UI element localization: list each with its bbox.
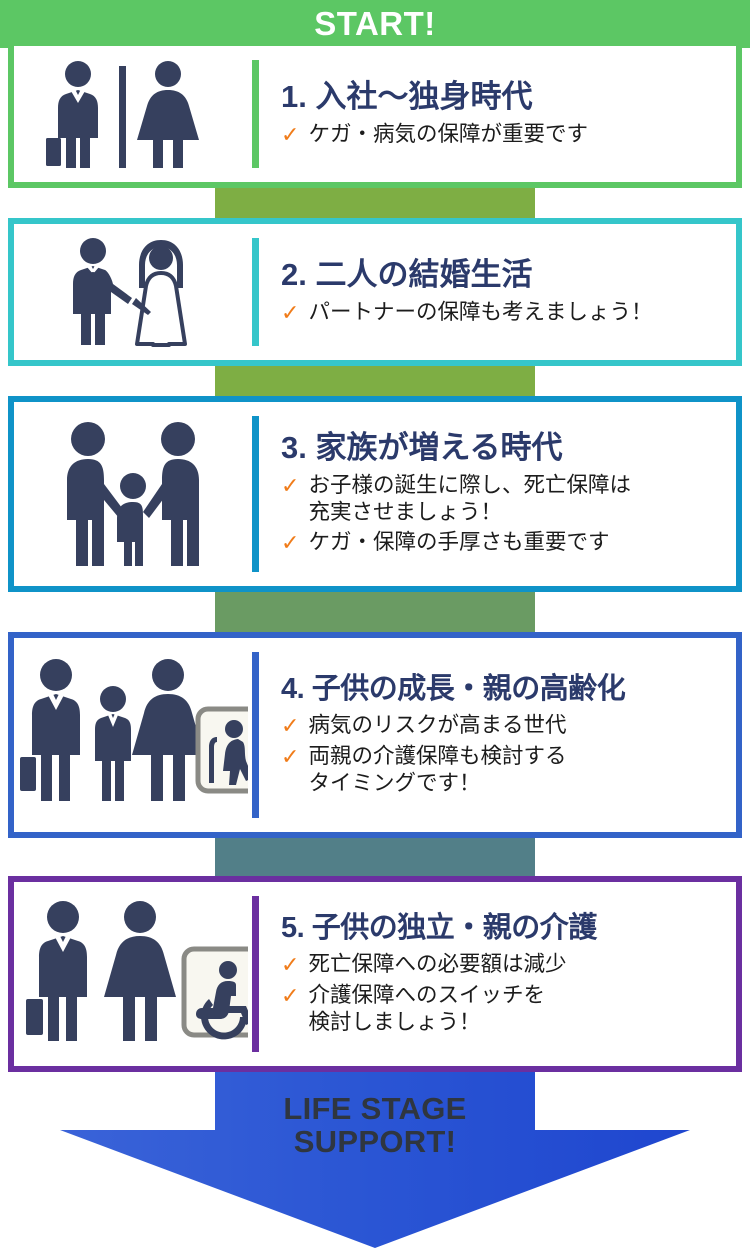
wedding-couple-icon (14, 232, 252, 352)
bullet-item: ✓ 死亡保障への必要額は減少 (281, 951, 728, 979)
bullet-text: 死亡保障への必要額は減少 (308, 951, 567, 976)
connector-4-to-5 (215, 838, 535, 876)
lifestage-card-3[interactable]: 3. 家族が増える時代 ✓ お子様の誕生に際し、死亡保障は 充実させましょう！ … (8, 396, 742, 592)
bullet-item: ✓ 両親の介護保障も検討する タイミングです！ (281, 743, 728, 797)
arrow-label: LIFE STAGE SUPPORT! (283, 1091, 467, 1160)
connector-1-to-2 (215, 188, 535, 218)
lifestage-card-4[interactable]: 4. 子供の成長・親の高齢化 ✓ 病気のリスクが高まる世代 ✓ 両親の介護保障も… (8, 632, 742, 838)
card-3-bullets: ✓ お子様の誕生に際し、死亡保障は 充実させましょう！ ✓ ケガ・保障の手厚さも… (281, 472, 728, 557)
card-2-body: 2. 二人の結婚生活 ✓ パートナーの保障も考えましょう！ (259, 256, 736, 327)
bullet-item: ✓ 介護保障へのスイッチを 検討しましょう！ (281, 982, 728, 1036)
check-icon: ✓ (281, 744, 300, 770)
bullet-text: 両親の介護保障も検討する タイミングです！ (308, 744, 567, 795)
check-icon: ✓ (281, 712, 300, 738)
accent-bar-5 (252, 896, 259, 1052)
bullet-item: ✓ ケガ・保障の手厚さも重要です (281, 529, 728, 557)
connector-2-to-3 (215, 366, 535, 396)
single-man-woman-icon (14, 54, 252, 174)
card-1-body: 1. 入社〜独身時代 ✓ ケガ・病気の保障が重要です (259, 78, 736, 149)
card-5-body: 5. 子供の独立・親の介護 ✓ 死亡保障への必要額は減少 ✓ 介護保障へのスイッ… (259, 912, 736, 1036)
bullet-item: ✓ 病気のリスクが高まる世代 (281, 712, 728, 740)
card-2-title: 2. 二人の結婚生活 (281, 256, 533, 292)
bullet-text: ケガ・保障の手厚さも重要です (308, 530, 610, 555)
bullet-text: 介護保障へのスイッチを 検討しましょう！ (308, 983, 545, 1034)
bullet-item: ✓ パートナーの保障も考えましょう！ (281, 299, 728, 327)
lifestage-card-1[interactable]: 1. 入社〜独身時代 ✓ ケガ・病気の保障が重要です (8, 40, 742, 188)
check-icon: ✓ (281, 530, 300, 556)
card-5-title: 5. 子供の独立・親の介護 (281, 912, 597, 945)
check-icon: ✓ (281, 472, 300, 498)
accent-bar-1 (252, 60, 259, 168)
start-label: START! (314, 4, 436, 42)
accent-bar-4 (252, 652, 259, 818)
card-4-bullets: ✓ 病気のリスクが高まる世代 ✓ 両親の介護保障も検討する タイミングです！ (281, 712, 728, 797)
family-with-elderly-icon (14, 651, 252, 819)
life-stage-support-arrow: LIFE STAGE SUPPORT! (0, 1072, 750, 1250)
card-1-bullets: ✓ ケガ・病気の保障が重要です (281, 121, 728, 149)
accent-bar-3 (252, 416, 259, 572)
bullet-text: お子様の誕生に際し、死亡保障は 充実させましょう！ (308, 472, 631, 524)
bullet-text: ケガ・病気の保障が重要です (308, 121, 588, 146)
card-1-title: 1. 入社〜独身時代 (281, 78, 533, 114)
card-4-title: 4. 子供の成長・親の高齢化 (281, 673, 626, 706)
card-3-title: 3. 家族が増える時代 (281, 430, 563, 466)
bullet-item: ✓ ケガ・病気の保障が重要です (281, 121, 728, 149)
couple-with-wheelchair-icon (14, 893, 252, 1055)
bullet-item: ✓ お子様の誕生に際し、死亡保障は 充実させましょう！ (281, 472, 728, 526)
check-icon: ✓ (281, 121, 300, 147)
check-icon: ✓ (281, 299, 300, 325)
lifestage-card-2[interactable]: 2. 二人の結婚生活 ✓ パートナーの保障も考えましょう！ (8, 218, 742, 366)
card-4-body: 4. 子供の成長・親の高齢化 ✓ 病気のリスクが高まる世代 ✓ 両親の介護保障も… (259, 673, 736, 797)
lifestage-card-5[interactable]: 5. 子供の独立・親の介護 ✓ 死亡保障への必要額は減少 ✓ 介護保障へのスイッ… (8, 876, 742, 1072)
family-with-child-icon (14, 414, 252, 574)
card-2-bullets: ✓ パートナーの保障も考えましょう！ (281, 299, 728, 327)
connector-3-to-4 (215, 592, 535, 632)
card-5-bullets: ✓ 死亡保障への必要額は減少 ✓ 介護保障へのスイッチを 検討しましょう！ (281, 951, 728, 1036)
bullet-text: 病気のリスクが高まる世代 (308, 712, 567, 737)
check-icon: ✓ (281, 983, 300, 1009)
card-3-body: 3. 家族が増える時代 ✓ お子様の誕生に際し、死亡保障は 充実させましょう！ … (259, 430, 736, 557)
check-icon: ✓ (281, 951, 300, 977)
bullet-text: パートナーの保障も考えましょう！ (308, 299, 653, 324)
accent-bar-2 (252, 238, 259, 346)
